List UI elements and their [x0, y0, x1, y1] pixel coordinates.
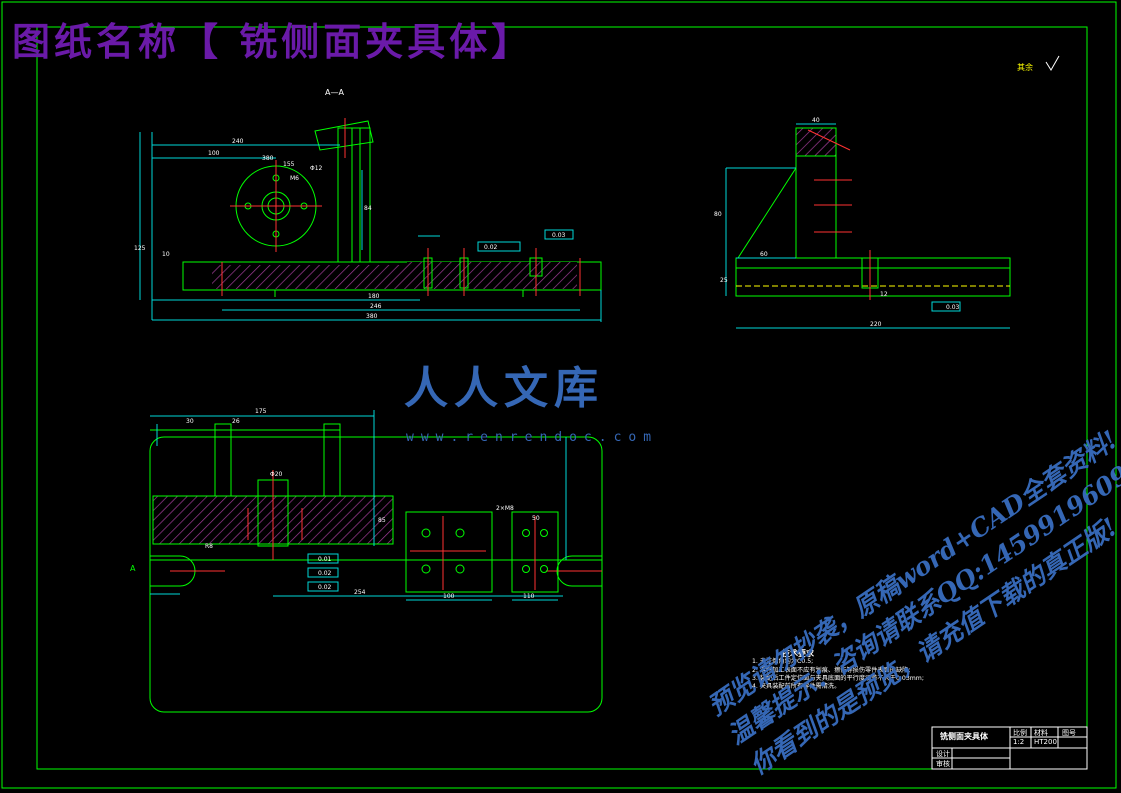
dimension-label: 220 — [870, 321, 882, 328]
tolerance-value: 0.02 — [318, 584, 332, 591]
dimension-label: R8 — [205, 543, 213, 550]
dimension-label: 254 — [354, 589, 366, 596]
roughness-label: 其余 — [1017, 62, 1033, 72]
drawing-no-header: 图号 — [1062, 729, 1076, 737]
dimension-label: 100 — [208, 150, 220, 157]
technical-notes: 技术要求 1. 未注倒角均为C0.5; 2. 零件加工表面不应有划痕、擦伤等损伤… — [752, 649, 924, 691]
dimension-label: 246 — [370, 303, 382, 310]
scale-value: 1:2 — [1013, 738, 1025, 746]
tolerance-value: 0.03 — [946, 304, 960, 311]
scale-header: 比例 — [1013, 729, 1027, 737]
dimension-label: 10 — [162, 251, 170, 258]
dimension-label: 25 — [720, 277, 728, 284]
dimension-label: 12 — [880, 291, 888, 298]
inner-border — [36, 26, 1088, 770]
note-item: 4. 夹具装配前所有零件需清洗。 — [752, 683, 841, 691]
plan-view: A — [130, 410, 603, 713]
watermark-url: www.renrendoc.com — [406, 430, 659, 445]
reviewer-label: 审核 — [936, 760, 950, 768]
roughness-symbol — [1045, 55, 1060, 71]
dimension-label: 2×M8 — [496, 505, 514, 512]
dimension-label: 100 — [443, 593, 455, 600]
designer-label: 设计 — [936, 750, 950, 758]
drawing-title: 图纸名称【 铣侧面夹具体】 — [12, 19, 534, 64]
dimension-label: 40 — [812, 117, 820, 124]
dimension-label: 180 — [368, 293, 380, 300]
dimension-label: 84 — [364, 205, 372, 212]
material-header: 材料 — [1034, 729, 1048, 737]
dimension-label: Φ12 — [310, 165, 323, 172]
dimension-label: 50 — [532, 515, 540, 522]
dimension-label: 175 — [255, 408, 267, 415]
tolerance-value: 0.02 — [484, 244, 498, 251]
dimension-label: 380 — [366, 313, 378, 320]
dimension-label: 380 — [262, 155, 274, 162]
dimension-label: 110 — [523, 593, 535, 600]
note-item: 3. 装配后工件定位面与夹具底面的平行度误差不大于0.03mm; — [752, 674, 924, 682]
dimension-label: M6 — [290, 175, 299, 182]
note-item: 1. 未注倒角均为C0.5; — [752, 658, 814, 666]
dimension-label: 26 — [232, 418, 240, 425]
hatched-base — [212, 265, 407, 289]
dimension-label: 155 — [283, 161, 295, 168]
tolerance-value: 0.03 — [552, 232, 566, 239]
view-marker-a: A — [130, 564, 136, 573]
material-value: HT200 — [1034, 738, 1057, 746]
dimension-label: 60 — [760, 251, 768, 258]
dimension-label: Φ20 — [270, 471, 283, 478]
dimension-label: 125 — [134, 245, 146, 252]
part-name: 铣侧面夹具体 — [940, 732, 988, 741]
tolerance-value: 0.02 — [318, 570, 332, 577]
tolerance-value: 0.01 — [318, 556, 332, 563]
side-view — [725, 123, 1011, 329]
watermark-logo: 人人文库 — [404, 363, 604, 414]
title-block — [931, 726, 1088, 770]
dimension-label: 30 — [186, 418, 194, 425]
section-aa-label: A—A — [325, 88, 344, 97]
dimension-label: 85 — [378, 517, 386, 524]
note-item: 2. 零件加工表面不应有划痕、擦伤等损伤零件表面的缺陷; — [752, 666, 911, 674]
section-view-aa: A—A — [139, 88, 602, 322]
dimension-label: 240 — [232, 138, 244, 145]
notes-heading: 技术要求 — [782, 649, 814, 658]
dimension-label: 80 — [714, 211, 722, 218]
